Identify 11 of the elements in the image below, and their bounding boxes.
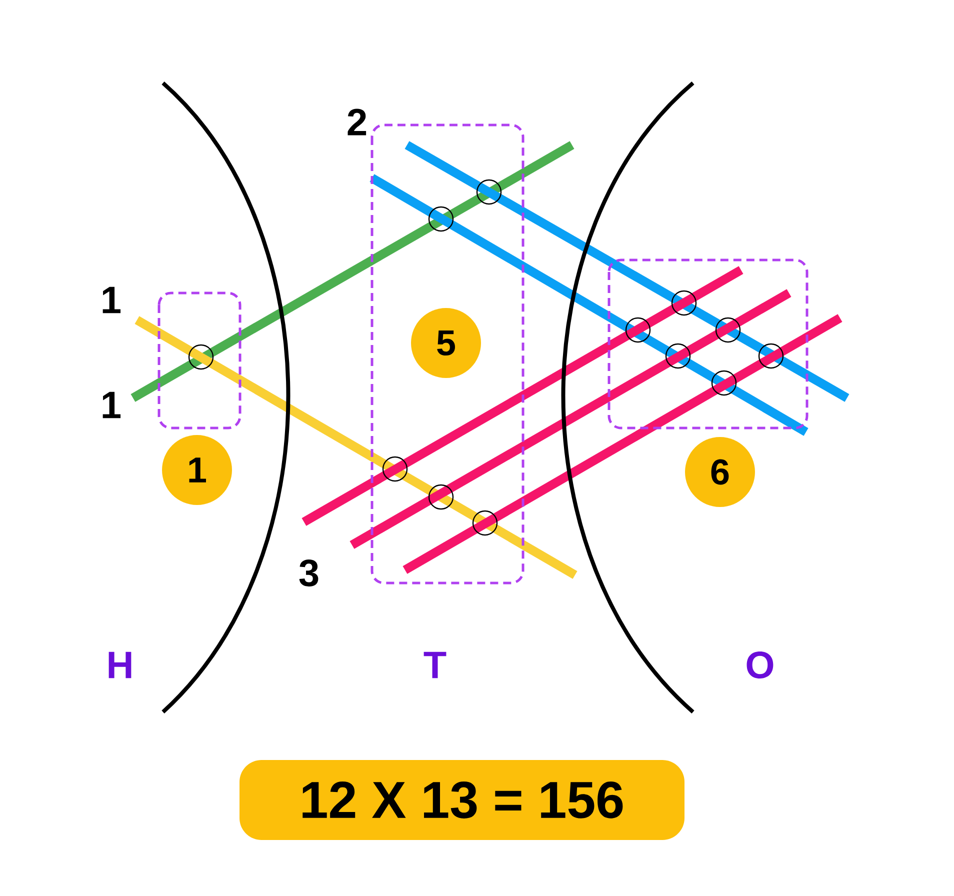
digit-label: 2 bbox=[348, 108, 366, 136]
result-box: 12 X 13 = 156 bbox=[240, 760, 684, 840]
place-letter: H bbox=[108, 652, 132, 678]
count-badge: 6 bbox=[685, 437, 755, 507]
digit-label: 1 bbox=[102, 286, 120, 314]
place-letter: O bbox=[746, 652, 774, 678]
count-badge: 5 bbox=[411, 308, 481, 378]
digit-label: 3 bbox=[299, 560, 318, 586]
place-letter: T bbox=[424, 652, 446, 678]
digit-label: 1 bbox=[102, 392, 120, 418]
count-badge: 1 bbox=[162, 435, 232, 505]
